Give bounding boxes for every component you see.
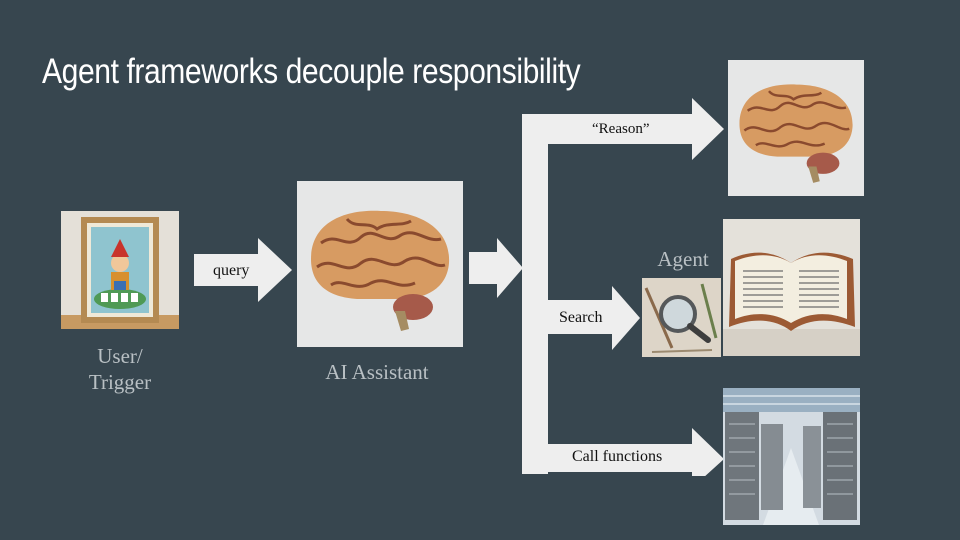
user-caption-line1: User/ bbox=[60, 343, 180, 369]
reason-label: “Reason” bbox=[592, 121, 649, 138]
ai-assistant-caption: AI Assistant bbox=[297, 359, 457, 385]
call-functions-label: Call functions bbox=[572, 448, 662, 466]
reason-brain-image bbox=[728, 60, 864, 196]
slide-title: Agent frameworks decouple responsibility bbox=[42, 52, 580, 92]
branch-entry-arrow bbox=[469, 238, 523, 298]
magnifying-glass-image bbox=[642, 278, 721, 357]
user-trigger-image bbox=[61, 211, 179, 329]
query-label: query bbox=[213, 262, 249, 280]
user-caption-line2: Trigger bbox=[60, 369, 180, 395]
open-book-image bbox=[723, 219, 860, 356]
ai-assistant-brain-image bbox=[297, 181, 463, 347]
agent-label: Agent bbox=[648, 246, 718, 272]
user-trigger-caption: User/ Trigger bbox=[60, 343, 180, 395]
search-label: Search bbox=[559, 309, 603, 327]
server-room-image bbox=[723, 388, 860, 525]
